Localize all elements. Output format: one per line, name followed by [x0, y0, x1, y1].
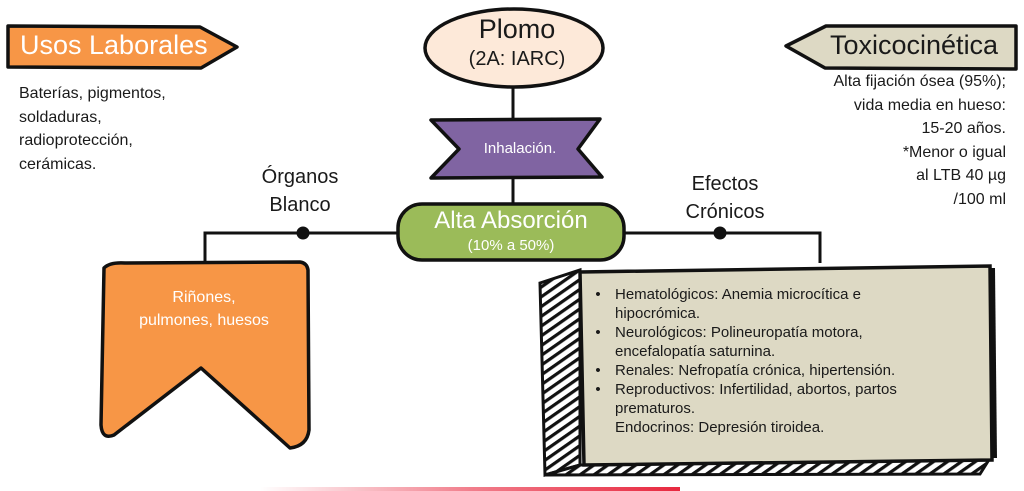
usos-line: radioprotección, — [19, 132, 133, 149]
toxicocinetica-text: Alta fijación ósea (95%); vida media en … — [833, 70, 1006, 211]
usos-laborales-arrow-shape — [6, 24, 239, 70]
usos-line: Baterías, pigmentos, — [19, 85, 166, 102]
efectos-box-side-hatch — [538, 267, 582, 477]
organos-node-dot — [296, 226, 310, 240]
efecto-line: Hematológicos: Anemia microcítica e — [615, 286, 861, 303]
usos-line: cerámicas. — [19, 155, 97, 173]
absorcion-title: Alta Absorción — [434, 207, 588, 234]
efecto-line: hipocrómica. — [615, 305, 701, 322]
organos-content-line: pulmones, huesos — [139, 312, 269, 329]
efectos-box-face — [578, 264, 994, 467]
connector-efectos — [624, 231, 822, 263]
absorcion-subtitle: (10% a 50%) — [467, 237, 555, 254]
inhalacion-label: Inhalación. — [483, 140, 557, 157]
tox-line: 15-20 años. — [921, 120, 1006, 137]
efecto-item-endocrinos: Endocrinos: Depresión tiroidea. — [592, 418, 982, 437]
toxicocinetica-arrow-shape — [784, 24, 1018, 71]
bullet-icon: • — [595, 381, 601, 398]
tox-line: Alta fijación ósea (95%); — [833, 73, 1006, 90]
organos-blanco-label: Órganos Blanco — [235, 163, 365, 219]
bullet-icon: • — [595, 362, 601, 379]
efectos-cronicos-list: • Hematológicos: Anemia microcítica e hi… — [592, 285, 982, 437]
plomo-subtitle: (2A: IARC) — [468, 48, 566, 70]
absorcion-pill-shape — [396, 202, 626, 262]
organos-blanco-shape — [99, 260, 311, 450]
efectos-node-dot — [713, 226, 727, 240]
usos-laborales-text: Baterías, pigmentos, soldaduras, radiopr… — [19, 82, 166, 176]
efectos-box-right-edge — [989, 267, 997, 459]
organos-label-line: Órganos — [261, 166, 339, 188]
efecto-line: Reproductivos: Infertilidad, abortos, pa… — [615, 381, 897, 398]
efecto-item-renales: • Renales: Nefropatía crónica, hipertens… — [592, 361, 982, 380]
tox-line: /100 ml — [953, 190, 1006, 208]
organos-content-line: Riñones, — [172, 289, 236, 306]
efectos-label-line: Efectos — [691, 173, 759, 195]
efecto-line: encefalopatía saturnina. — [615, 343, 776, 360]
organos-label-line: Blanco — [269, 194, 331, 216]
plomo-ellipse-shape — [423, 7, 605, 89]
organos-blanco-content: Riñones, pulmones, huesos — [104, 286, 304, 332]
usos-laborales-title: Usos Laborales — [20, 30, 208, 60]
tox-line: al LTB 40 µg — [916, 167, 1006, 184]
efecto-item-reproductivos: • Reproductivos: Infertilidad, abortos, … — [592, 380, 982, 418]
bottom-accent-bar — [260, 487, 680, 491]
plomo-node: Plomo (2A: IARC) — [427, 14, 607, 72]
efecto-item-hematologicos: • Hematológicos: Anemia microcítica e hi… — [592, 285, 982, 323]
usos-line: soldaduras, — [19, 108, 102, 126]
efecto-line: Renales: Nefropatía crónica, hipertensió… — [615, 362, 896, 379]
efectos-cronicos-label: Efectos Crónicos — [650, 170, 800, 226]
tox-line: vida media en hueso: — [853, 96, 1006, 114]
bullet-icon: • — [595, 286, 601, 303]
bullet-icon: • — [595, 324, 601, 341]
efecto-line: Neurológicos: Polineuropatía motora, — [615, 324, 863, 341]
plomo-title: Plomo — [478, 14, 556, 44]
connector-organos — [203, 231, 398, 263]
efecto-line: Endocrinos: Depresión tiroidea. — [615, 419, 825, 436]
efecto-item-neurologicos: • Neurológicos: Polineuropatía motora, e… — [592, 323, 982, 361]
efecto-line: prematuros. — [615, 400, 696, 417]
toxicocinetica-title: Toxicocinética — [830, 30, 999, 60]
absorcion-node: Alta Absorción (10% a 50%) — [395, 207, 627, 255]
connector-lines — [203, 83, 822, 263]
tox-line: *Menor o igual — [902, 143, 1006, 161]
efectos-label-line: Crónicos — [685, 201, 765, 223]
inhalacion-banner-shape — [429, 117, 604, 180]
